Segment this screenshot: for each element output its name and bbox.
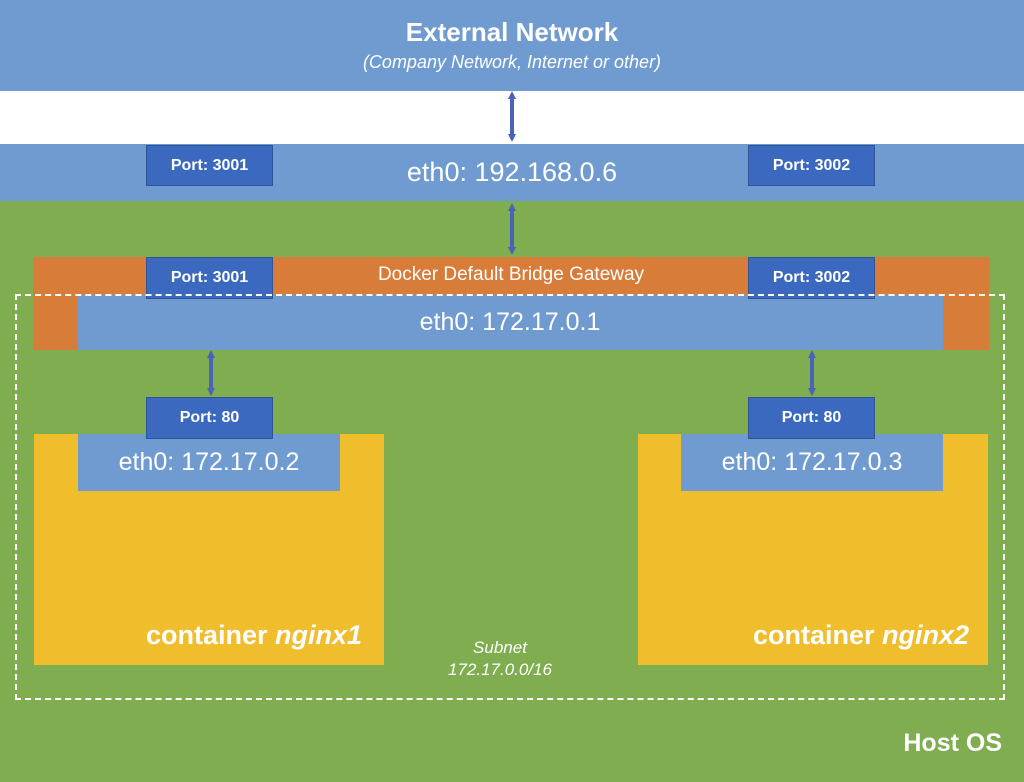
bridge-eth0-interface: eth0: 172.17.0.1: [77, 295, 943, 350]
container-nginx2-port-80: Port: 80: [748, 397, 875, 439]
subnet-boundary: [15, 294, 1005, 700]
container-nginx1-port-80: Port: 80: [146, 397, 273, 439]
host-eth0-label: eth0: 192.168.0.6: [406, 157, 618, 187]
subnet-label: Subnet 172.17.0.0/16: [400, 637, 600, 681]
bridge-eth0-label: eth0: 172.17.0.1: [419, 308, 601, 336]
bridge-port-3002: Port: 3002: [748, 257, 875, 299]
container-nginx2-eth0-label: eth0: 172.17.0.3: [721, 448, 903, 476]
docker-bridge-label: Docker Default Bridge Gateway: [377, 264, 645, 285]
host-os-label: Host OS: [903, 729, 1002, 757]
external-network-title: External Network: [405, 16, 619, 47]
container-nginx1-label: container nginx1: [34, 620, 362, 651]
bridge-port-3001: Port: 3001: [146, 257, 273, 299]
container-nginx2-label: container nginx2: [638, 620, 969, 651]
container-nginx1-eth0: eth0: 172.17.0.2: [78, 434, 340, 491]
external-network-subtitle: (Company Network, Internet or other): [362, 51, 662, 72]
subnet-title: Subnet: [473, 638, 527, 657]
container-nginx1-label-prefix: container: [145, 620, 275, 650]
container-nginx2-name: nginx2: [881, 620, 969, 650]
external-network: External Network (Company Network, Inter…: [0, 0, 1024, 91]
container-nginx1-name: nginx1: [274, 620, 362, 650]
container-nginx2-eth0: eth0: 172.17.0.3: [681, 434, 943, 491]
subnet-cidr: 172.17.0.0/16: [448, 660, 552, 679]
container-nginx2-label-prefix: container: [752, 620, 882, 650]
host-port-3001: Port: 3001: [146, 145, 273, 186]
host-port-3002: Port: 3002: [748, 145, 875, 186]
container-nginx1-eth0-label: eth0: 172.17.0.2: [118, 448, 300, 476]
